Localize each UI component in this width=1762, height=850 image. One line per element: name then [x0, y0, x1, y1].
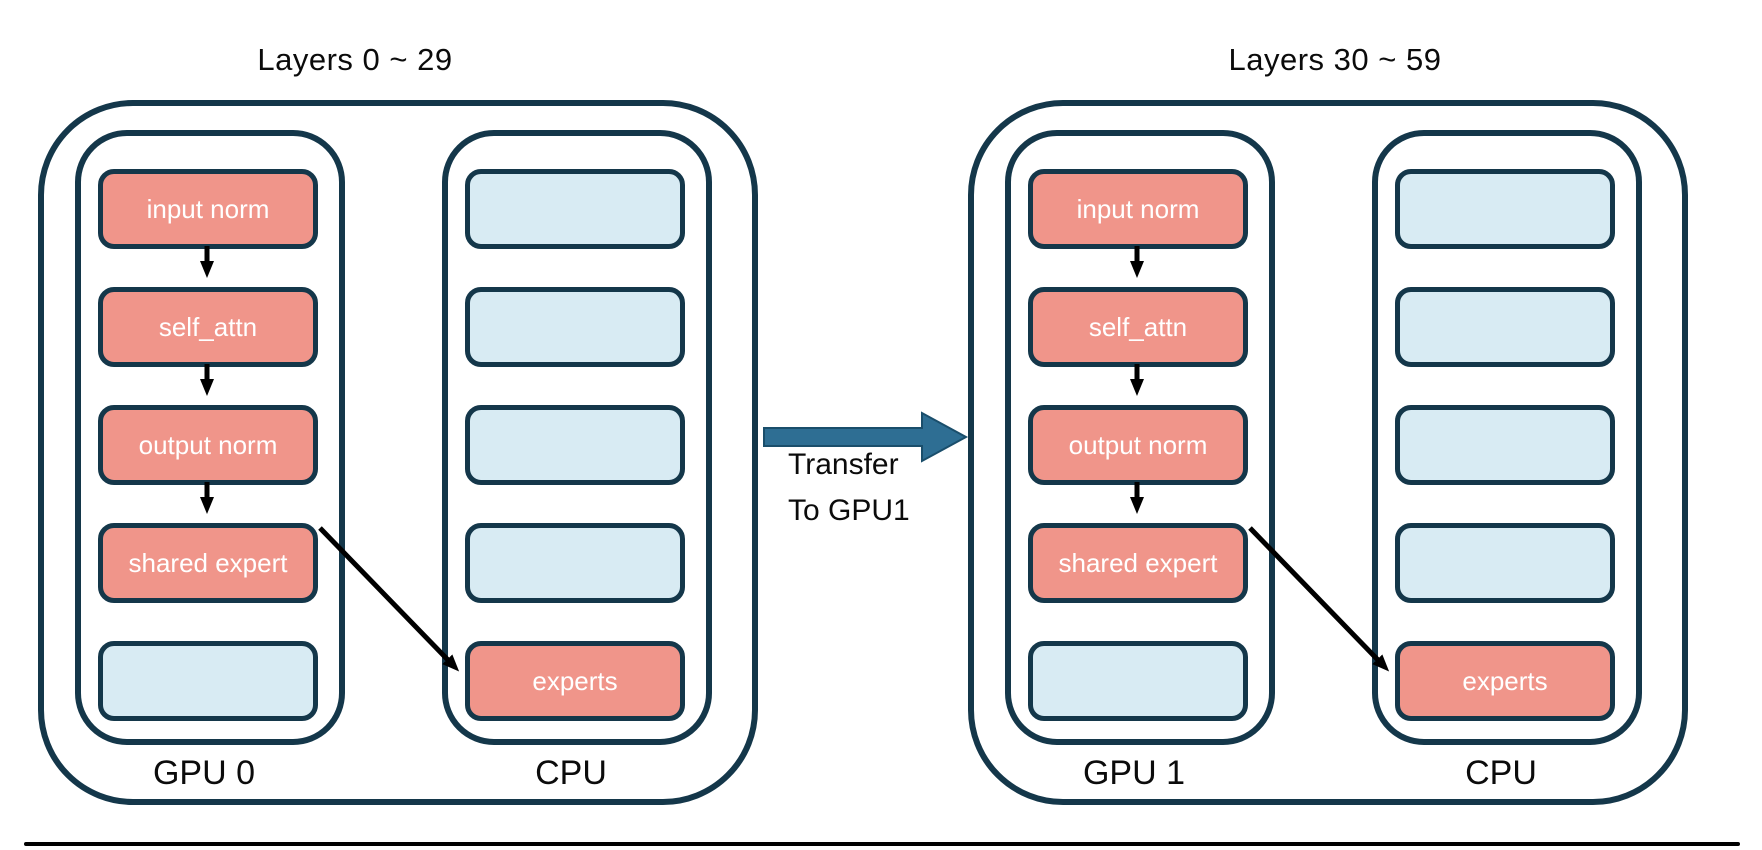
gpu1-shared-expert-label: shared expert [1058, 547, 1218, 578]
gpu0-empty-slot-box [98, 641, 318, 721]
gpu1-input-norm-box: input norm [1028, 169, 1248, 249]
right-layer-group-container: input norm self_attn output norm shared … [968, 100, 1688, 805]
left-cpu-label: CPU [535, 754, 607, 792]
right-cpu-experts-label: experts [1462, 665, 1548, 696]
gpu1-container: input norm self_attn output norm shared … [1005, 130, 1275, 745]
gpu1-empty-slot-box [1028, 641, 1248, 721]
left-cpu-empty-slot-2 [465, 287, 685, 367]
gpu0-self-attn-box: self_attn [98, 287, 318, 367]
gpu0-output-norm-box: output norm [98, 405, 318, 485]
gpu0-container: input norm self_attn output norm shared … [75, 130, 345, 745]
right-group-title: Layers 30 ~ 59 [1228, 42, 1442, 77]
left-cpu-experts-label: experts [532, 665, 618, 696]
gpu1-self-attn-label: self_attn [1088, 311, 1188, 342]
gpu1-output-norm-label: output norm [1068, 429, 1208, 460]
left-cpu-experts-box: experts [465, 641, 685, 721]
gpu0-input-norm-label: input norm [146, 193, 270, 224]
left-cpu-empty-slot-3 [465, 405, 685, 485]
bottom-divider-line [24, 842, 1740, 846]
right-cpu-container: experts [1372, 130, 1642, 745]
right-cpu-label: CPU [1465, 754, 1537, 792]
right-cpu-experts-box: experts [1395, 641, 1615, 721]
gpu0-label: GPU 0 [152, 754, 256, 792]
left-layer-group-container: input norm self_attn output norm shared … [38, 100, 758, 805]
gpu0-shared-expert-label: shared expert [128, 547, 288, 578]
gpu0-self-attn-label: self_attn [158, 311, 258, 342]
transfer-label-line2: To GPU1 [788, 494, 910, 527]
gpu1-output-norm-box: output norm [1028, 405, 1248, 485]
transfer-label: Transfer To GPU1 [788, 442, 910, 534]
gpu0-output-norm-label: output norm [138, 429, 278, 460]
left-cpu-empty-slot-1 [465, 169, 685, 249]
right-cpu-empty-slot-4 [1395, 523, 1615, 603]
transfer-label-line1: Transfer [788, 448, 899, 481]
left-group-title: Layers 0 ~ 29 [257, 42, 453, 77]
gpu1-label: GPU 1 [1082, 754, 1186, 792]
gpu1-shared-expert-box: shared expert [1028, 523, 1248, 603]
left-cpu-container: experts [442, 130, 712, 745]
right-cpu-empty-slot-2 [1395, 287, 1615, 367]
gpu0-input-norm-box: input norm [98, 169, 318, 249]
right-cpu-empty-slot-3 [1395, 405, 1615, 485]
gpu0-shared-expert-box: shared expert [98, 523, 318, 603]
gpu1-input-norm-label: input norm [1076, 193, 1200, 224]
left-cpu-empty-slot-4 [465, 523, 685, 603]
gpu1-self-attn-box: self_attn [1028, 287, 1248, 367]
right-cpu-empty-slot-1 [1395, 169, 1615, 249]
